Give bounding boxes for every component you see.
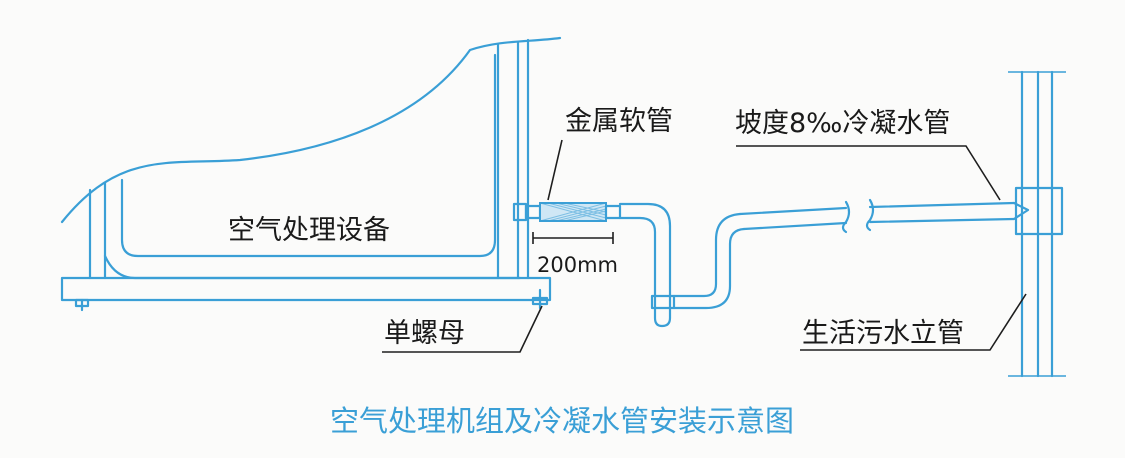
pipe-break-right [865,198,875,232]
diagram-caption: 空气处理机组及冷凝水管安装示意图 [330,404,794,438]
flex-hose-weave [539,202,607,222]
dimension-label: 200mm [537,253,618,277]
condensate-pipe [618,198,1030,328]
leader-sewage-riser [800,293,1027,351]
pipe-tee-cone [1012,201,1030,221]
pipe-main-run-left [738,206,848,231]
unit-break-outline [60,36,562,224]
label-metal-flex-hose: 金属软管 [565,106,673,137]
metal-flex-hose [512,202,622,222]
label-air-handling-equipment: 空气处理设备 [228,215,390,246]
pipe-bottom-run [672,212,746,310]
hose-coupling-right [604,204,622,220]
pipe-main-run-right [868,201,1016,224]
pipe-wall-outer [618,202,672,310]
nut-left [74,298,90,308]
label-condensate-pipe: 坡度8‰冷凝水管 [735,108,950,139]
riser-tee-fitting [1014,186,1064,236]
leader-single-nut [382,305,543,353]
label-sewage-riser: 生活污水立管 [802,318,964,349]
unit-drip-tray [103,254,522,280]
leader-flex-hose [547,139,563,201]
unit-inner-tray [120,53,497,258]
leader-lines [382,139,1027,353]
dimension-200mm: 200mm [532,232,618,277]
leader-condensate-pipe [736,145,1001,201]
air-handling-unit [60,36,562,312]
pipe-lower-fitting [650,294,676,310]
pipe-lower-elbow [653,306,672,328]
hose-outlet-flange [512,202,528,222]
pipe-break-left [841,200,851,234]
base-plate [60,276,552,302]
sewage-riser [1008,70,1066,378]
nut-right [531,296,549,306]
label-single-nut: 单螺母 [384,318,465,349]
